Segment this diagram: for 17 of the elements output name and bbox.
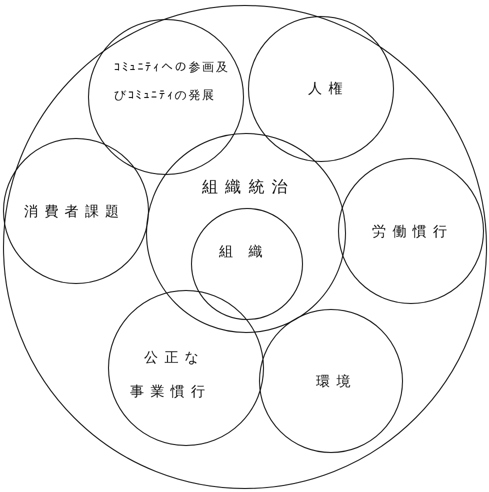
circle <box>3 138 149 284</box>
circle-label: ｺﾐｭﾆﾃｨへの参画及びｺﾐｭﾆﾃｨの発展 <box>114 59 231 104</box>
circle <box>248 16 394 162</box>
circle-label: 労働慣行 <box>372 225 454 239</box>
circle-label: 公正な事業慣行 <box>130 349 212 402</box>
circle <box>146 133 346 333</box>
circle <box>88 19 244 175</box>
circle-label: 環境 <box>316 375 357 389</box>
circle <box>259 309 403 453</box>
circle <box>338 158 484 304</box>
circle-label: 人権 <box>308 82 349 96</box>
circle-label: 消費者課題 <box>24 205 126 219</box>
circle <box>3 5 487 489</box>
circle-label: 組織統治 <box>202 179 295 195</box>
circle <box>108 290 264 446</box>
circle-label: 組織 <box>219 245 278 259</box>
circle <box>191 208 303 320</box>
